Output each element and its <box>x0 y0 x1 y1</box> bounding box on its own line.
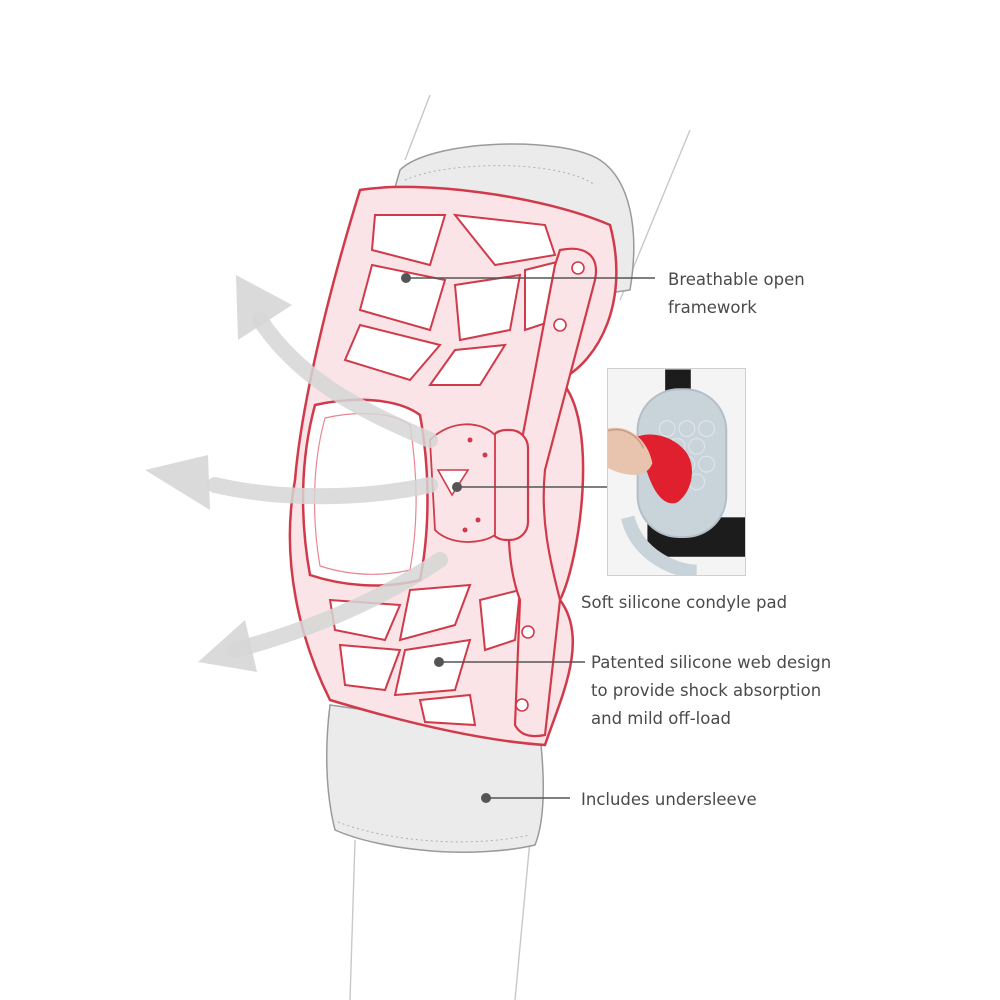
callout-web-design-line-1: Patented silicone web design <box>591 653 832 672</box>
dot-icon <box>452 482 462 492</box>
dot-icon <box>481 793 491 803</box>
leader-lines <box>406 277 655 799</box>
callout-web-design-line-3: and mild off-load <box>591 709 731 728</box>
dot-icon <box>434 657 444 667</box>
curved-arrow-icon <box>207 312 448 658</box>
callout-framework-line-1: Breathable open <box>668 270 805 289</box>
callout-condyle-pad: Soft silicone condyle pad <box>581 589 787 617</box>
callout-condyle-pad-line-1: Soft silicone condyle pad <box>581 593 788 612</box>
condyle-pad-photo <box>607 368 746 576</box>
callout-web-design: Patented silicone web design to provide … <box>591 649 831 733</box>
callout-web-design-line-2: to provide shock absorption <box>591 681 822 700</box>
callout-framework-line-2: framework <box>668 298 757 317</box>
callout-undersleeve: Includes undersleeve <box>581 786 757 814</box>
dot-icon <box>401 273 411 283</box>
callout-framework: Breathable open framework <box>668 266 805 322</box>
callout-undersleeve-line-1: Includes undersleeve <box>581 790 757 809</box>
